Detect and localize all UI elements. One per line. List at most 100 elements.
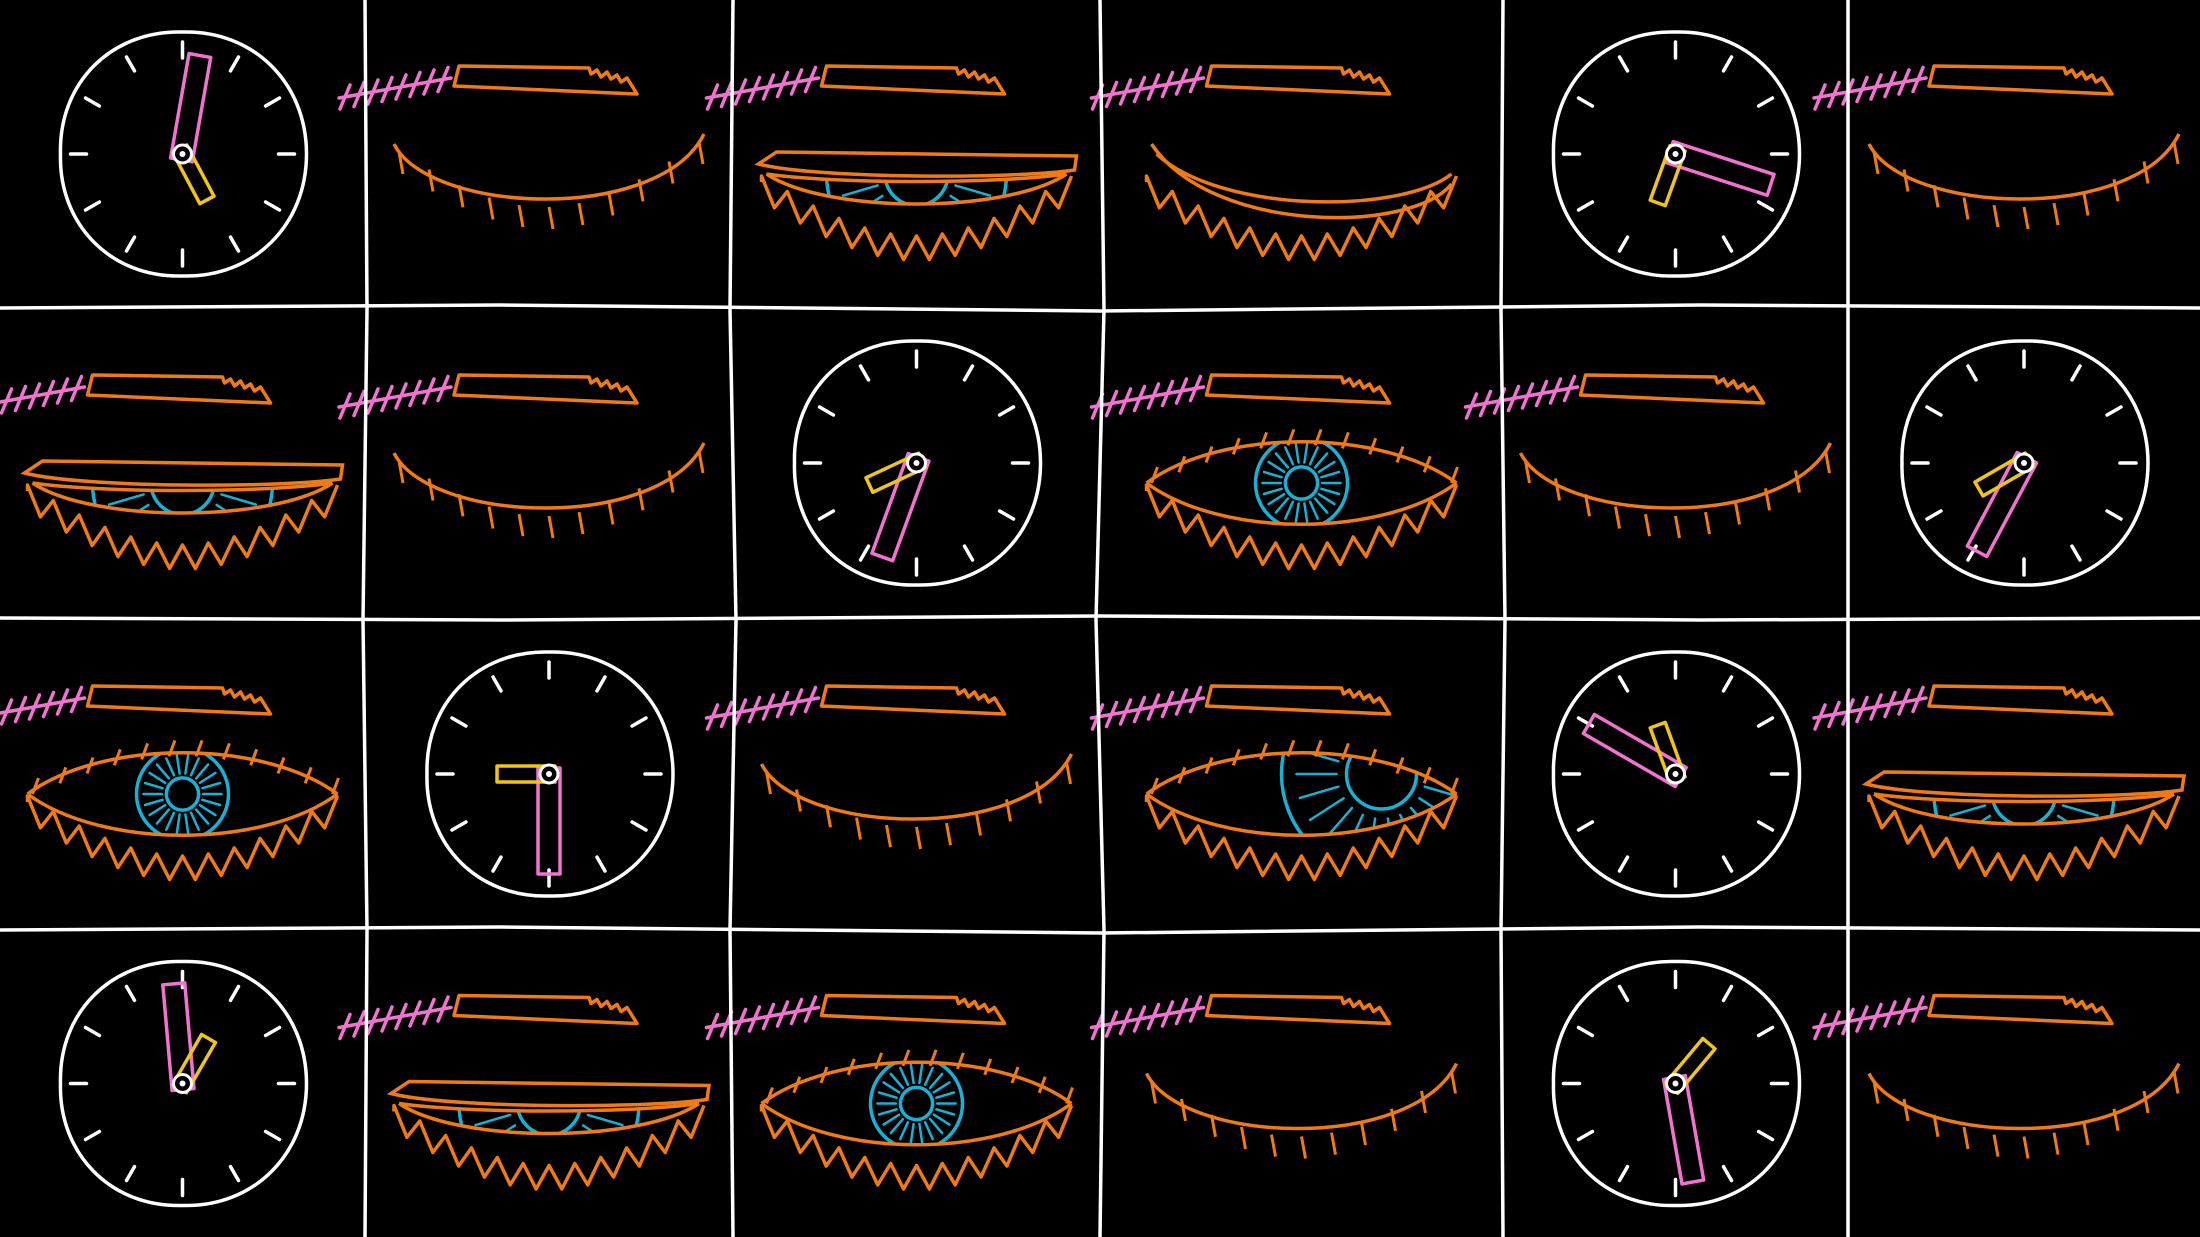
hatch-line [1174, 377, 1189, 405]
hatch-line [436, 995, 450, 1023]
closed-eye-icon [704, 684, 1074, 850]
iris-fiber [581, 1124, 615, 1134]
eyebrow [452, 64, 639, 96]
hatch-line [1160, 690, 1175, 719]
eye-group [704, 64, 1079, 262]
clock-tick [997, 405, 1016, 417]
closed-lid [392, 133, 706, 201]
hatch-line [1174, 997, 1189, 1026]
clock-tick [1966, 364, 1978, 382]
iris-ring [1279, 752, 1457, 836]
eye-group [704, 684, 1074, 850]
eyebrow [85, 684, 273, 716]
closed-eye-icon [337, 373, 706, 539]
upper-lashes [1150, 739, 1459, 795]
iris-fiber [1303, 443, 1309, 464]
iris-fiber [877, 1108, 898, 1116]
clock-tick [263, 200, 282, 212]
eye-group [1812, 993, 2181, 1159]
hatch-line [705, 1012, 720, 1041]
lid-edge [32, 481, 333, 493]
hatch-line [1520, 382, 1535, 410]
hatch-line [41, 379, 56, 408]
iris-fiber [899, 1121, 910, 1141]
iris-fiber [184, 813, 190, 834]
hatch-line [338, 83, 352, 111]
clock-pivot-dot [2021, 460, 2027, 466]
hatch-line [1911, 65, 1925, 94]
hatch-line [1506, 384, 1521, 413]
hatch-line [1855, 75, 1869, 104]
clock-tick [1756, 1025, 1775, 1038]
hatch-line [803, 995, 818, 1023]
hatch-line [1104, 389, 1119, 418]
clock-icon [425, 650, 675, 898]
iris-fiber [909, 1063, 915, 1085]
iris-fiber [1294, 443, 1300, 464]
hatch-line [789, 997, 804, 1026]
clock-icon [792, 339, 1043, 587]
eyebrow-hatch [1812, 995, 1928, 1041]
iris-fiber [155, 763, 171, 780]
eyebrow [1204, 993, 1392, 1026]
hatch-line [27, 382, 42, 410]
iris [1932, 794, 2116, 824]
iris-fiber [1317, 460, 1336, 474]
clock-tick [263, 1129, 282, 1142]
hatch-line [1146, 382, 1161, 410]
clock-face [58, 959, 309, 1208]
iris-fiber [189, 811, 200, 831]
hatch-line [1827, 80, 1841, 109]
eye-group [1089, 64, 1459, 262]
hatch-line [13, 695, 28, 724]
open-eye-icon [0, 684, 340, 882]
lower-lashes [759, 1103, 1074, 1191]
hatch-line [761, 1002, 776, 1031]
iris-fiber [2061, 804, 2099, 817]
clock-tick [263, 1025, 282, 1038]
clock-face [792, 339, 1043, 587]
upper-lashes [1150, 428, 1459, 484]
closed-lashes [765, 761, 1072, 850]
hatch-line [0, 387, 14, 415]
lower-lashes [25, 794, 340, 882]
iris-fiber [175, 813, 181, 834]
iris-fiber [1423, 785, 1457, 800]
clock-tick [124, 984, 137, 1003]
eyebrow [1927, 993, 2114, 1026]
hatch-line [55, 688, 70, 716]
iris-fiber [194, 808, 210, 825]
clock-tick [124, 55, 137, 73]
hatch-line [719, 80, 734, 109]
closed-lashes [1524, 450, 1831, 539]
eyebrow [1578, 373, 1766, 405]
lower-lashes [1144, 174, 1459, 262]
clock-tick [1721, 1164, 1734, 1183]
iris-fiber [909, 1122, 915, 1144]
iris-fiber [143, 798, 164, 807]
clock-tick [1576, 96, 1595, 108]
hatch-line [1883, 70, 1897, 99]
hatch-line [1132, 75, 1147, 104]
iris-fiber [935, 1108, 956, 1116]
clock-icon [1551, 30, 1802, 278]
clock-face [1900, 339, 2150, 587]
clock-tick [83, 200, 102, 212]
eye-group [1812, 684, 2187, 882]
clock-face [1551, 650, 1802, 898]
hatch-line [1132, 695, 1147, 724]
open-eye-icon [1089, 373, 1459, 571]
hatch-line [69, 685, 84, 714]
upper-lid [386, 1079, 712, 1108]
closed-eye-icon [1089, 64, 1459, 262]
clock-tick [1721, 235, 1734, 253]
clock-tick [962, 364, 975, 382]
iris-fiber [483, 1124, 517, 1134]
upper-lid [1861, 770, 2187, 798]
clock-face [1551, 30, 1802, 278]
hatch-line [1104, 700, 1119, 729]
hatch-line [775, 1000, 790, 1028]
hatch-line [733, 698, 748, 726]
closed-eye-icon [1812, 993, 2181, 1159]
